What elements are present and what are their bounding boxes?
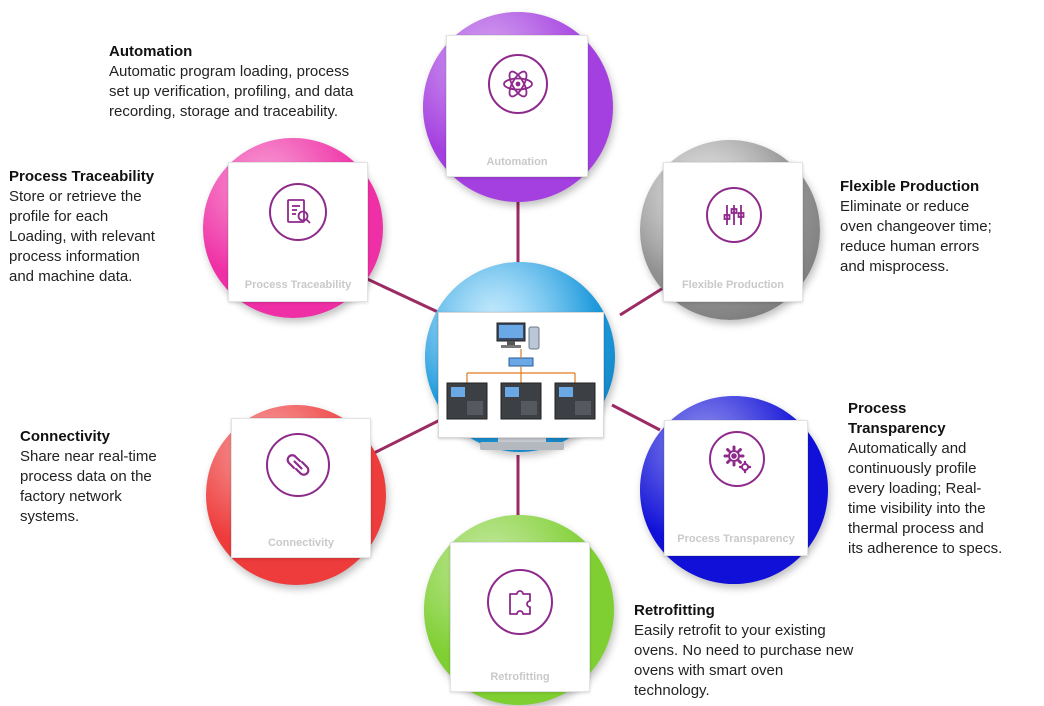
connectivity-line: Share near real-time — [20, 448, 157, 465]
connectivity-line: systems. — [20, 508, 80, 525]
flexible-line: and misprocess. — [840, 258, 950, 275]
flexible-icon-ring — [706, 187, 762, 243]
traceability-card-label: Process Traceability — [244, 279, 352, 291]
flexible-title: Flexible Production — [840, 178, 980, 195]
transparency-description: Process Transparency Automatically and c… — [848, 399, 1044, 559]
retrofitting-line: ovens with smart oven — [634, 662, 784, 679]
automation-description: Automation Automatic program loading, pr… — [109, 42, 429, 122]
transparency-line: its adherence to specs. — [848, 540, 1003, 557]
retrofitting-card-label: Retrofitting — [490, 671, 550, 683]
retrofitting-title: Retrofitting — [634, 602, 715, 619]
sliders-icon — [723, 205, 745, 225]
flexible-line: oven changeover time; — [840, 218, 992, 235]
connectivity-card: Connectivity — [231, 418, 371, 558]
traceability-line: Store or retrieve the — [9, 188, 142, 205]
transparency-title-line: Process — [848, 400, 907, 417]
flexible-line: reduce human errors — [840, 238, 980, 255]
center-monitor-screen — [438, 312, 604, 438]
automation-title: Automation — [109, 43, 193, 60]
flexible-line: Eliminate or reduce — [840, 198, 970, 215]
transparency-card-label: Process Transparency — [677, 533, 795, 545]
traceability-icon-ring — [269, 183, 327, 241]
traceability-line: and machine data. — [9, 268, 133, 285]
factory-network-monitor-icon — [446, 322, 596, 420]
traceability-description: Process Traceability Store or retrieve t… — [9, 167, 209, 287]
connectivity-description: Connectivity Share near real-time proces… — [20, 427, 210, 527]
gears-icon — [723, 445, 752, 474]
traceability-line: process information — [9, 248, 140, 265]
traceability-line: Loading, with relevant — [9, 228, 155, 245]
connector-flexible — [619, 283, 669, 317]
connectivity-title: Connectivity — [20, 428, 111, 445]
retrofitting-line: ovens. No need to purchase new — [634, 642, 854, 659]
automation-icon-ring — [488, 54, 548, 114]
flexible-card-label: Flexible Production — [681, 279, 785, 291]
automation-card: Automation — [446, 35, 588, 177]
connectivity-icon-ring — [266, 433, 330, 497]
traceability-title: Process Traceability — [9, 168, 155, 185]
traceability-card: Process Traceability — [228, 162, 368, 302]
connector-transparency — [611, 403, 661, 432]
atom-icon — [503, 70, 533, 98]
automation-line: Automatic program loading, process — [109, 63, 350, 80]
transparency-line: Automatically and — [848, 440, 967, 457]
traceability-line: profile for each — [9, 208, 109, 225]
automation-line: set up verification, profiling, and data — [109, 83, 354, 100]
transparency-title-line: Transparency — [848, 420, 946, 437]
transparency-line: time visibility into the — [848, 500, 986, 517]
flexible-card: Flexible Production — [663, 162, 803, 302]
flexible-description: Flexible Production Eliminate or reduce … — [840, 177, 1040, 277]
retrofitting-card: Retrofitting — [450, 542, 590, 692]
automation-line: recording, storage and traceability. — [109, 103, 339, 120]
automation-card-label: Automation — [486, 156, 548, 168]
transparency-icon-ring — [709, 431, 765, 487]
retrofitting-icon-ring — [487, 569, 553, 635]
retrofitting-description: Retrofitting Easily retrofit to your exi… — [634, 601, 914, 706]
puzzle-piece-icon — [509, 590, 531, 615]
transparency-line: continuously profile — [848, 460, 977, 477]
document-search-icon — [287, 199, 311, 224]
retrofitting-line: technology. — [634, 682, 710, 699]
connector-connectivity — [369, 413, 451, 457]
connectivity-line: process data on the — [20, 468, 152, 485]
transparency-line: thermal process and — [848, 520, 984, 537]
transparency-card: Process Transparency — [664, 420, 808, 556]
monitor-base — [480, 442, 564, 450]
connectivity-line: factory network — [20, 488, 122, 505]
transparency-line: every loading; Real- — [848, 480, 982, 497]
connectivity-card-label: Connectivity — [267, 537, 334, 549]
link-icon — [286, 454, 310, 476]
retrofitting-line: Easily retrofit to your existing — [634, 622, 826, 639]
